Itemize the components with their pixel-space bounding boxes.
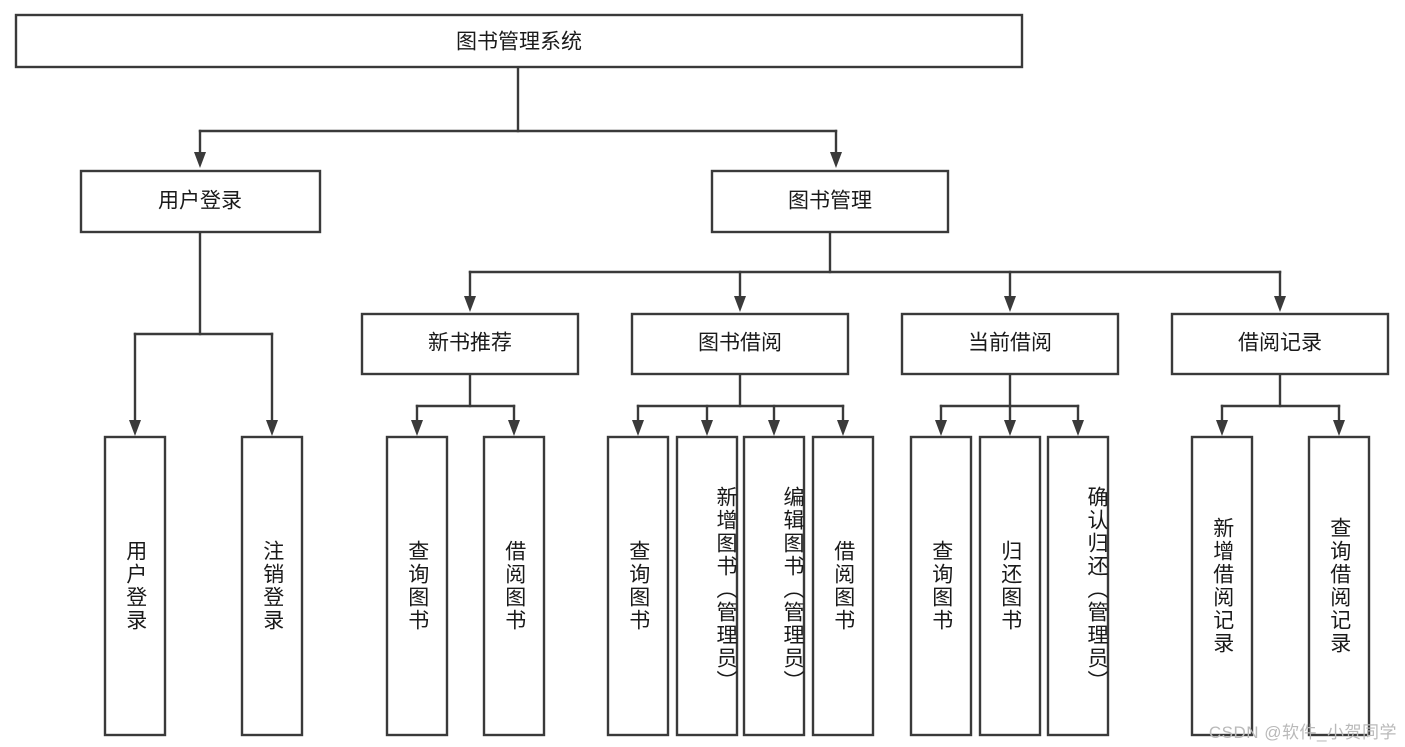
leaf-node-query-book-2[interactable]	[606, 435, 670, 737]
leaf-node-user-login[interactable]	[103, 435, 167, 737]
node-user-login-label: 用户登录	[158, 190, 242, 213]
connector-bookborrow-to-leaves	[632, 372, 849, 436]
connector-userlogin-to-leaves	[129, 230, 278, 436]
node-book-borrow-label: 图书借阅	[698, 332, 782, 355]
node-book-manage[interactable]: 图书管理	[710, 169, 950, 234]
leaf-node-query-book-1[interactable]	[385, 435, 449, 737]
watermark-text: CSDN @软件_小贺同学	[1208, 723, 1397, 742]
connector-root-to-level2	[194, 65, 842, 168]
leaf-node-borrow-book-1[interactable]	[482, 435, 546, 737]
leaf-node-add-book[interactable]	[675, 435, 739, 737]
leaf-node-query-book-3[interactable]	[909, 435, 973, 737]
leaf-node-query-record[interactable]	[1307, 435, 1371, 737]
node-borrow-record[interactable]: 借阅记录	[1170, 312, 1390, 376]
leaf-node-edit-book[interactable]	[742, 435, 806, 737]
node-book-borrow[interactable]: 图书借阅	[630, 312, 850, 376]
connector-newbook-to-leaves	[411, 372, 520, 436]
node-book-manage-label: 图书管理	[788, 190, 872, 213]
node-user-login[interactable]: 用户登录	[79, 169, 322, 234]
leaf-node-return-book[interactable]	[978, 435, 1042, 737]
connector-currentborrow-to-leaves	[935, 372, 1084, 436]
node-root[interactable]: 图书管理系统	[14, 13, 1024, 69]
leaf-node-confirm-return[interactable]	[1046, 435, 1110, 737]
leaf-node-borrow-book-2[interactable]	[811, 435, 875, 737]
leaf-node-add-record[interactable]	[1190, 435, 1254, 737]
connector-bookmanage-to-level3	[464, 230, 1286, 312]
leaf-node-user-logout[interactable]	[240, 435, 304, 737]
node-new-book-recommend[interactable]: 新书推荐	[360, 312, 580, 376]
node-root-label: 图书管理系统	[456, 31, 582, 54]
node-current-borrow-label: 当前借阅	[968, 332, 1052, 355]
connector-borrowrecord-to-leaves	[1216, 372, 1345, 436]
node-current-borrow[interactable]: 当前借阅	[900, 312, 1120, 376]
node-borrow-record-label: 借阅记录	[1238, 332, 1322, 355]
node-new-book-recommend-label: 新书推荐	[428, 332, 512, 355]
